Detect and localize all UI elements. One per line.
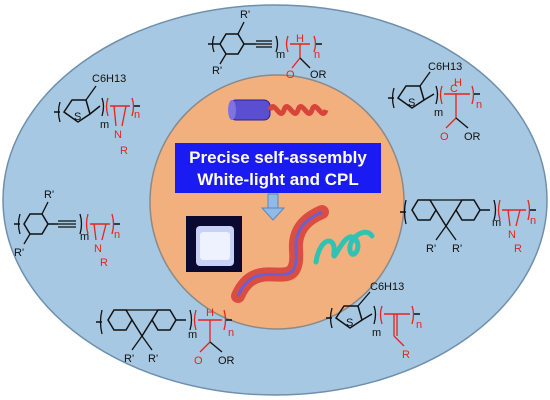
label-o-lower-left: O — [194, 355, 203, 367]
label-hexyl-lower-right: C6H13 — [370, 281, 404, 293]
label-m-mid-right: m — [492, 217, 501, 229]
label-o: O — [286, 69, 295, 81]
label-o-right: O — [440, 131, 449, 143]
label-rp-fluor-r1: R' — [426, 243, 436, 255]
label-m-right: m — [434, 107, 443, 119]
label-n: n — [314, 49, 320, 61]
label-rp-lower-r2: R' — [148, 353, 158, 365]
label-or-right: OR — [464, 131, 481, 143]
label-R-mid-right: R — [514, 243, 522, 255]
label-h: H — [296, 33, 304, 45]
polymer-fluorene-acrylate — [96, 309, 232, 353]
label-s-left: S — [74, 111, 81, 123]
label-R-mid-left: R — [100, 257, 108, 269]
label-c-right: C — [450, 83, 458, 95]
label-N-mid-left: N — [94, 243, 102, 255]
polymer-thiophene-azetidine — [54, 85, 140, 127]
rod-coil-illustration — [228, 99, 329, 121]
polymer-phenyleneethynylene-azetidine — [14, 201, 120, 245]
twisted-ribbon-illustration — [231, 205, 329, 303]
polymer-phenyleneethynylene-acrylate — [208, 21, 322, 69]
label-rp-left-top: R' — [44, 189, 54, 201]
label-n-left: n — [134, 109, 140, 121]
white-light-vial-image — [186, 216, 242, 272]
label-s-right: S — [408, 97, 415, 109]
label-rp-lower-r1: R' — [124, 353, 134, 365]
label-n-lower-left: n — [228, 327, 234, 339]
label-m-left: m — [100, 119, 109, 131]
label-rp-bottom: R' — [212, 65, 222, 77]
label-N-mid-right: N — [508, 229, 516, 241]
label-rp-left-bottom: R' — [14, 247, 24, 259]
label-n-right: n — [476, 99, 482, 111]
label-m-mid-left: m — [80, 231, 89, 243]
label-m-lower-left: m — [188, 329, 197, 341]
teal-helix-illustration — [313, 229, 375, 265]
label-R-left: R — [120, 145, 128, 157]
label-hexyl-right: C6H13 — [428, 61, 462, 73]
label-rp-fluor-r2: R' — [452, 243, 462, 255]
label-or-lower-left: OR — [218, 355, 235, 367]
banner-line-2: White-light and CPL — [197, 170, 359, 189]
label-N-left: N — [114, 129, 122, 141]
label-n-lower-right: n — [416, 319, 422, 331]
label-m-lower-right: m — [372, 327, 381, 339]
title-banner: Precise self-assembly White-light and CP… — [175, 143, 381, 193]
banner-line-1: Precise self-assembly — [189, 148, 367, 167]
label-s-lower-right: S — [346, 317, 353, 329]
polymer-thiophene-acrylate — [388, 71, 480, 129]
label-h-lower-left: H — [206, 307, 214, 319]
label-hexyl-left: C6H13 — [92, 73, 126, 85]
polymer-fluorene-azetidine — [400, 199, 536, 241]
label-n-mid-left: n — [114, 229, 120, 241]
label-n-mid-right: n — [530, 215, 536, 227]
label-h-right: H — [454, 77, 462, 89]
label-R-lower-right: R — [402, 349, 410, 361]
down-arrow-icon — [260, 193, 286, 221]
polymer-thiophene-allene — [326, 291, 420, 347]
label-or: OR — [310, 69, 327, 81]
label-m: m — [276, 49, 285, 61]
label-rp-top: R' — [240, 9, 250, 21]
